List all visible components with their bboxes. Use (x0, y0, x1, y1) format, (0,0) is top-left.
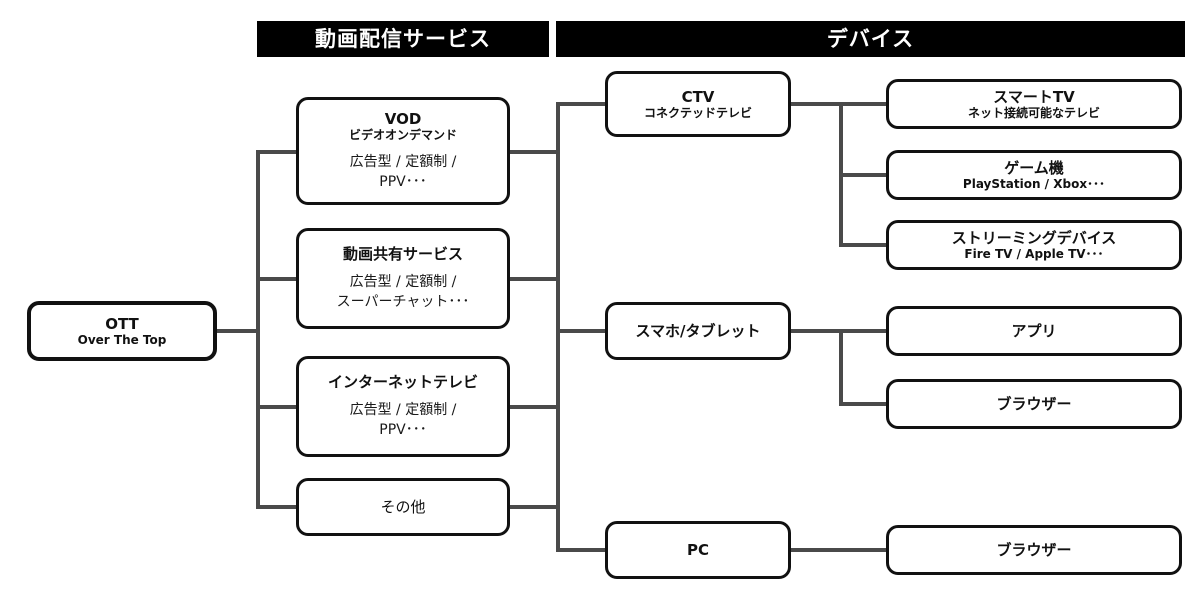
connector-trunk-to-mobile (556, 329, 606, 333)
connector-ctv-to-game-console (839, 173, 887, 177)
node-internet-tv-detail-line1: 広告型 / 定額制 / (349, 401, 457, 418)
connector-trunk-to-ctv (556, 102, 606, 106)
node-game-console-title: ゲーム機 (1004, 158, 1064, 177)
node-streaming-device[interactable]: ストリーミングデバイス Fire TV / Apple TV･･･ (886, 220, 1182, 270)
header-bar-services-label: 動画配信サービス (315, 26, 491, 51)
node-app[interactable]: アプリ (886, 306, 1182, 356)
connector-ott-to-trunk (216, 329, 260, 333)
connector-mobile-to-browser (839, 402, 887, 406)
node-streaming-device-subtitle: Fire TV / Apple TV･･･ (964, 246, 1104, 261)
connector-trunk-to-other (256, 505, 298, 509)
node-other-service-title: その他 (380, 498, 426, 516)
connector-trunk-to-vod (256, 150, 298, 154)
node-video-sharing-detail-line1: 広告型 / 定額制 / (349, 273, 457, 290)
connector-mobile-stub (791, 329, 843, 333)
node-video-sharing[interactable]: 動画共有サービス 広告型 / 定額制 / スーパーチャット･･･ (296, 228, 510, 329)
node-smart-tv-title: スマートTV (993, 87, 1075, 106)
node-internet-tv-detail-line2: PPV･･･ (379, 422, 427, 438)
node-streaming-device-title: ストリーミングデバイス (951, 228, 1117, 247)
connector-other-to-devices-trunk (509, 505, 560, 509)
node-ott-subtitle: Over The Top (77, 332, 167, 347)
node-smart-tv[interactable]: スマートTV ネット接続可能なテレビ (886, 79, 1182, 129)
node-other-service[interactable]: その他 (296, 478, 510, 536)
connector-ctv-to-smart-tv (839, 102, 887, 106)
connector-pc-to-browser (791, 548, 887, 552)
node-smart-tv-subtitle: ネット接続可能なテレビ (967, 105, 1100, 120)
header-bar-devices-label: デバイス (826, 26, 915, 51)
connector-mobile-subtrunk (839, 329, 843, 403)
node-internet-tv-title: インターネットテレビ (327, 372, 478, 391)
node-mobile-browser-title: ブラウザー (996, 395, 1072, 413)
node-ctv[interactable]: CTV コネクテッドテレビ (605, 71, 791, 137)
connector-ctv-to-streaming-device (839, 243, 887, 247)
header-bar-devices: デバイス (556, 21, 1185, 57)
connector-mobile-to-app (839, 329, 887, 333)
node-pc-browser-title: ブラウザー (996, 541, 1072, 559)
header-bar-services: 動画配信サービス (257, 21, 549, 57)
connector-ctv-stub (791, 102, 843, 106)
node-mobile-tablet-title: スマホ/タブレット (635, 322, 761, 340)
node-ctv-subtitle: コネクテッドテレビ (643, 105, 752, 120)
node-pc-browser[interactable]: ブラウザー (886, 525, 1182, 575)
node-ott[interactable]: OTT Over The Top (27, 301, 217, 361)
connector-trunk-to-video-sharing (256, 277, 298, 281)
connector-services-trunk (256, 152, 260, 507)
node-internet-tv[interactable]: インターネットテレビ 広告型 / 定額制 / PPV･･･ (296, 356, 510, 457)
node-vod-detail-line2: PPV･･･ (379, 174, 427, 190)
node-game-console-subtitle: PlayStation / Xbox･･･ (962, 176, 1106, 191)
node-app-title: アプリ (1011, 322, 1057, 340)
node-pc-title: PC (686, 541, 709, 559)
connector-trunk-to-internet-tv (256, 405, 298, 409)
connector-devices-trunk (556, 104, 560, 551)
connector-vod-to-devices-trunk (509, 150, 560, 154)
connector-trunk-to-pc (556, 548, 606, 552)
node-mobile-browser[interactable]: ブラウザー (886, 379, 1182, 429)
node-video-sharing-detail-line2: スーパーチャット･･･ (336, 294, 470, 310)
node-video-sharing-title: 動画共有サービス (342, 244, 463, 263)
node-pc[interactable]: PC (605, 521, 791, 579)
node-ott-title: OTT (105, 314, 139, 333)
connector-video-sharing-to-devices-trunk (509, 277, 560, 281)
node-ctv-title: CTV (681, 87, 715, 106)
node-vod-subtitle: ビデオオンデマンド (348, 127, 457, 142)
node-vod-title: VOD (384, 109, 422, 128)
node-mobile-tablet[interactable]: スマホ/タブレット (605, 302, 791, 360)
node-vod[interactable]: VOD ビデオオンデマンド 広告型 / 定額制 / PPV･･･ (296, 97, 510, 205)
node-game-console[interactable]: ゲーム機 PlayStation / Xbox･･･ (886, 150, 1182, 200)
node-vod-detail-line1: 広告型 / 定額制 / (349, 153, 457, 170)
connector-internet-tv-to-devices-trunk (509, 405, 560, 409)
